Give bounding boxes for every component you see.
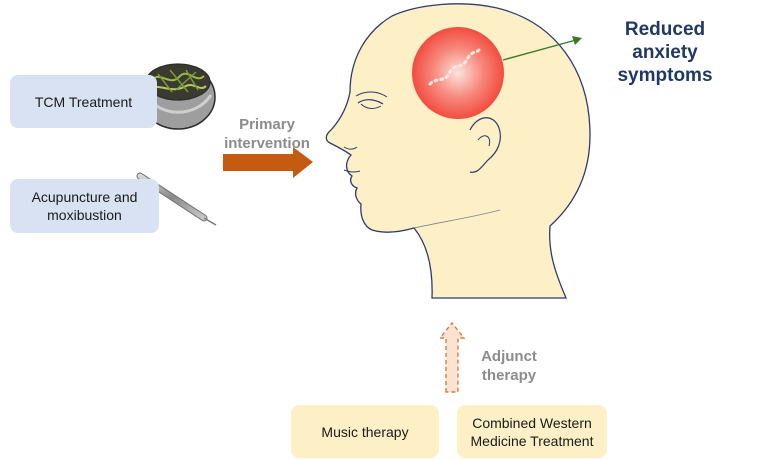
outcome-label: Reduced anxiety symptoms [617, 19, 713, 86]
adjunct-arrow [438, 321, 466, 393]
outcome-arrow [502, 36, 582, 61]
adjunct-therapy-label: Adjunct therapy [481, 348, 537, 384]
primary-arrow [223, 147, 313, 178]
primary-intervention-label: Primary intervention [224, 116, 310, 152]
western-medicine-box: Combined Western Medicine Treatment [457, 405, 607, 458]
head-illustration [325, 3, 591, 299]
herbal-bowl-icon [140, 63, 216, 130]
western-medicine-label: Combined Western Medicine Treatment [470, 414, 594, 449]
tcm-treatment-box: TCM Treatment [10, 75, 157, 128]
tcm-treatment-label: TCM Treatment [34, 93, 133, 110]
music-therapy-label: Music therapy [321, 423, 409, 440]
brain-glow [412, 27, 504, 119]
acupuncture-box: Acupuncture and moxibustion [10, 179, 159, 233]
music-therapy-box: Music therapy [291, 405, 439, 458]
acupuncture-label: Acupuncture and moxibustion [31, 189, 138, 223]
